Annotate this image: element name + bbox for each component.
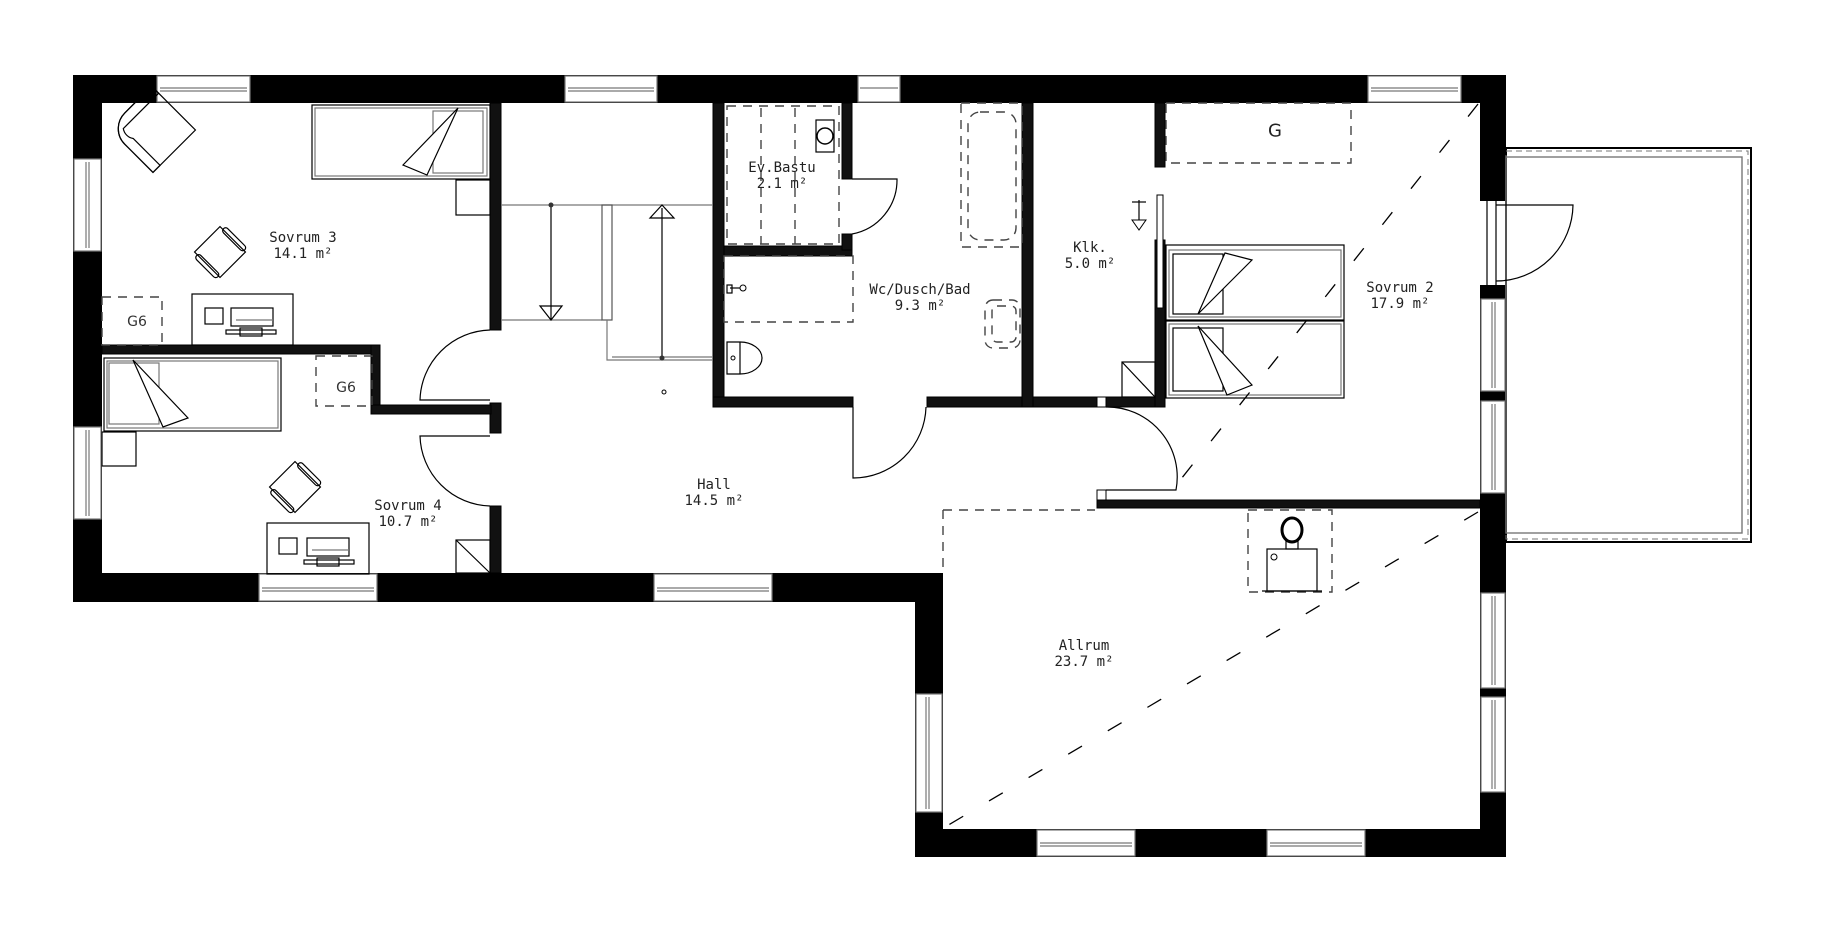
wardrobe-tag-g6-sovrum4: G6 bbox=[336, 380, 356, 396]
windows bbox=[73, 75, 1506, 857]
room-area: 23.7 m² bbox=[1054, 654, 1114, 670]
sovrum3-furniture bbox=[101, 85, 491, 346]
room-label-sovrum2: Sovrum 2 17.9 m² bbox=[1366, 280, 1433, 312]
room-label-hall: Hall 14.5 m² bbox=[684, 477, 743, 509]
room-area: 10.7 m² bbox=[378, 514, 438, 530]
door-swings bbox=[419, 178, 1178, 507]
room-area: 17.9 m² bbox=[1370, 296, 1430, 312]
sovrum2-furniture bbox=[1121, 102, 1479, 499]
balcony bbox=[1495, 147, 1752, 543]
sovrum4-furniture bbox=[101, 355, 491, 575]
interior-walls bbox=[101, 102, 1481, 574]
room-name: Klk. bbox=[1073, 240, 1107, 256]
allrum-features bbox=[942, 509, 1479, 828]
wardrobe-tag-g6-sovrum3: G6 bbox=[127, 314, 147, 330]
room-name: Sovrum 4 bbox=[374, 498, 442, 514]
room-area: 5.0 m² bbox=[1064, 256, 1116, 272]
room-label-sovrum4: Sovrum 4 10.7 m² bbox=[374, 498, 441, 530]
room-name: Hall bbox=[697, 477, 731, 493]
room-label-klk: Klk. 5.0 m² bbox=[1065, 240, 1116, 272]
room-area: 9.3 m² bbox=[894, 298, 946, 314]
room-label-wc: Wc/Dusch/Bad 9.3 m² bbox=[869, 282, 970, 314]
bathroom-fixtures bbox=[723, 102, 1023, 375]
room-area: 14.1 m² bbox=[273, 246, 333, 262]
room-name: Sovrum 3 bbox=[269, 230, 337, 246]
room-label-sovrum3: Sovrum 3 14.1 m² bbox=[269, 230, 336, 262]
room-name: Sovrum 2 bbox=[1366, 280, 1434, 296]
wardrobe-tag-g-sovrum2: G bbox=[1268, 120, 1282, 142]
room-area: 14.5 m² bbox=[684, 493, 744, 509]
room-name: Allrum bbox=[1058, 638, 1110, 654]
staircase bbox=[501, 202, 713, 395]
room-label-allrum: Allrum 23.7 m² bbox=[1054, 638, 1113, 670]
exterior-walls bbox=[73, 75, 1506, 857]
room-label-bastu: Ev.Bastu 2.1 m² bbox=[748, 160, 815, 192]
room-name: Wc/Dusch/Bad bbox=[869, 282, 971, 298]
room-area: 2.1 m² bbox=[756, 176, 808, 192]
room-name: Ev.Bastu bbox=[748, 160, 816, 176]
